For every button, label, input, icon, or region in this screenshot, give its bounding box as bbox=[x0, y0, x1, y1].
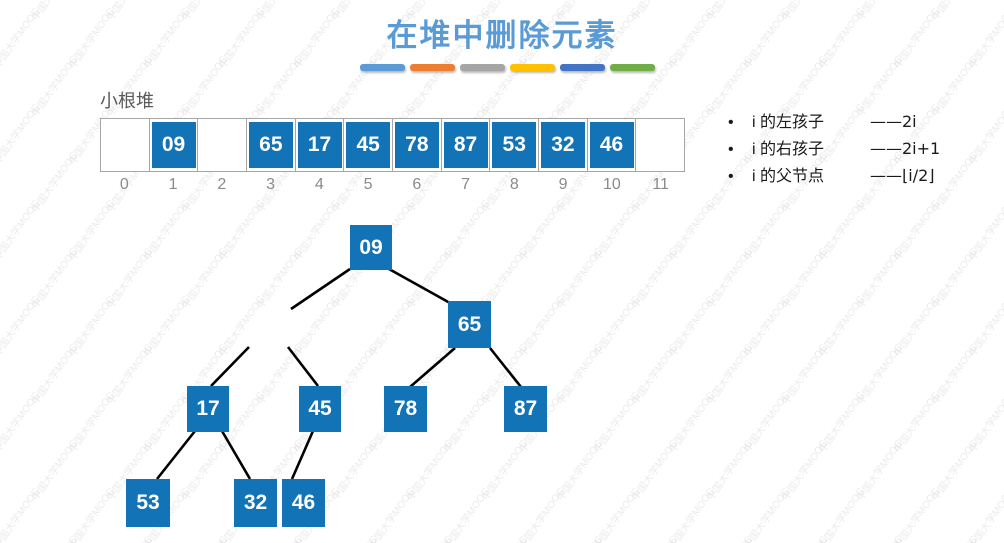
accent-dash bbox=[410, 64, 455, 71]
array-cell: 17 bbox=[296, 119, 345, 171]
tree-node: 53 bbox=[126, 479, 170, 527]
array-index-label: 3 bbox=[266, 176, 276, 193]
array-cell: 53 bbox=[490, 119, 540, 171]
index-formula-legend: • i 的左孩子 ——2i • i 的右孩子 ——2i+1 • i 的父节点 ——⌊i/2⌋ bbox=[728, 109, 940, 190]
array-cell-value: 46 bbox=[589, 122, 634, 168]
tree-node: 65 bbox=[448, 301, 491, 348]
array-index-label: 1 bbox=[168, 176, 178, 193]
legend-formula: ——2i bbox=[870, 112, 917, 131]
array-cell bbox=[101, 119, 150, 171]
page-title: 在堆中删除元素 bbox=[386, 18, 618, 53]
tree-node: 32 bbox=[234, 479, 277, 527]
array-index-label: 0 bbox=[119, 176, 129, 193]
accent-dash bbox=[460, 64, 505, 71]
array-cell: 46 bbox=[588, 119, 637, 171]
array-cell-value: 17 bbox=[297, 122, 342, 168]
array-index-label: 10 bbox=[602, 176, 621, 193]
legend-label: i 的右孩子 bbox=[752, 141, 825, 158]
array-cell-value: 87 bbox=[443, 122, 488, 168]
tree-node: 17 bbox=[187, 386, 229, 432]
array-cell: 32 bbox=[539, 119, 588, 171]
tree-node: 46 bbox=[282, 479, 325, 527]
bullet-icon: • bbox=[728, 114, 734, 131]
tree-node: 45 bbox=[299, 386, 341, 432]
array-cell: 78 bbox=[393, 119, 442, 171]
tree-edge bbox=[210, 346, 250, 387]
legend-item: • i 的父节点 ——⌊i/2⌋ bbox=[728, 163, 940, 190]
legend-label: i 的左孩子 bbox=[752, 114, 825, 131]
array-index-label: 6 bbox=[412, 176, 422, 193]
array-index-label: 11 bbox=[652, 176, 669, 193]
array-index-label: 4 bbox=[314, 176, 324, 193]
tree-edge bbox=[155, 430, 197, 480]
bullet-icon: • bbox=[728, 168, 734, 185]
array-index-label: 2 bbox=[217, 176, 227, 193]
array-index-label: 7 bbox=[461, 176, 471, 193]
accent-dash bbox=[560, 64, 605, 71]
array-index-label: 5 bbox=[363, 176, 373, 193]
array-cell: 65 bbox=[247, 119, 296, 171]
array-cell-value: 09 bbox=[151, 122, 196, 168]
bullet-icon: • bbox=[728, 141, 734, 158]
tree-edge bbox=[290, 267, 351, 311]
array-index-row: 0 1 2 3 4 5 6 7 8 9 10 11 bbox=[100, 176, 685, 194]
legend-formula: ——2i+1 bbox=[870, 139, 941, 158]
legend-item: • i 的右孩子 ——2i+1 bbox=[728, 136, 940, 163]
legend-item: • i 的左孩子 ——2i bbox=[728, 109, 940, 136]
array-cell bbox=[636, 119, 684, 171]
legend-label: i 的父节点 bbox=[752, 168, 825, 185]
tree-node: 87 bbox=[504, 386, 547, 432]
array-index-label: 9 bbox=[558, 176, 568, 193]
array-index-label: 8 bbox=[509, 176, 519, 193]
array-cell-value: 32 bbox=[540, 122, 585, 168]
tree-edge bbox=[388, 267, 451, 305]
array-cell: 09 bbox=[150, 119, 199, 171]
tree-edge bbox=[488, 347, 523, 388]
array-cell: 87 bbox=[442, 119, 491, 171]
tree-node: 78 bbox=[384, 386, 427, 432]
accent-dash bbox=[360, 64, 405, 71]
tree-node: 09 bbox=[350, 225, 392, 270]
array-cell bbox=[198, 119, 248, 171]
array-cell-value: 78 bbox=[394, 122, 439, 168]
tree-edge bbox=[290, 430, 315, 480]
title-accent-dashes bbox=[360, 64, 655, 71]
legend-formula: ——⌊i/2⌋ bbox=[870, 166, 935, 185]
accent-dash bbox=[510, 64, 555, 71]
tree-edge bbox=[409, 347, 456, 388]
array-cell: 45 bbox=[344, 119, 394, 171]
tree-edge bbox=[220, 430, 252, 480]
array-cell-value: 65 bbox=[248, 122, 293, 168]
tree-edge bbox=[286, 346, 320, 387]
array-cell-value: 53 bbox=[492, 122, 537, 168]
accent-dash bbox=[610, 64, 655, 71]
array-cell-value: 45 bbox=[346, 122, 391, 168]
heap-type-label: 小根堆 bbox=[100, 91, 154, 111]
